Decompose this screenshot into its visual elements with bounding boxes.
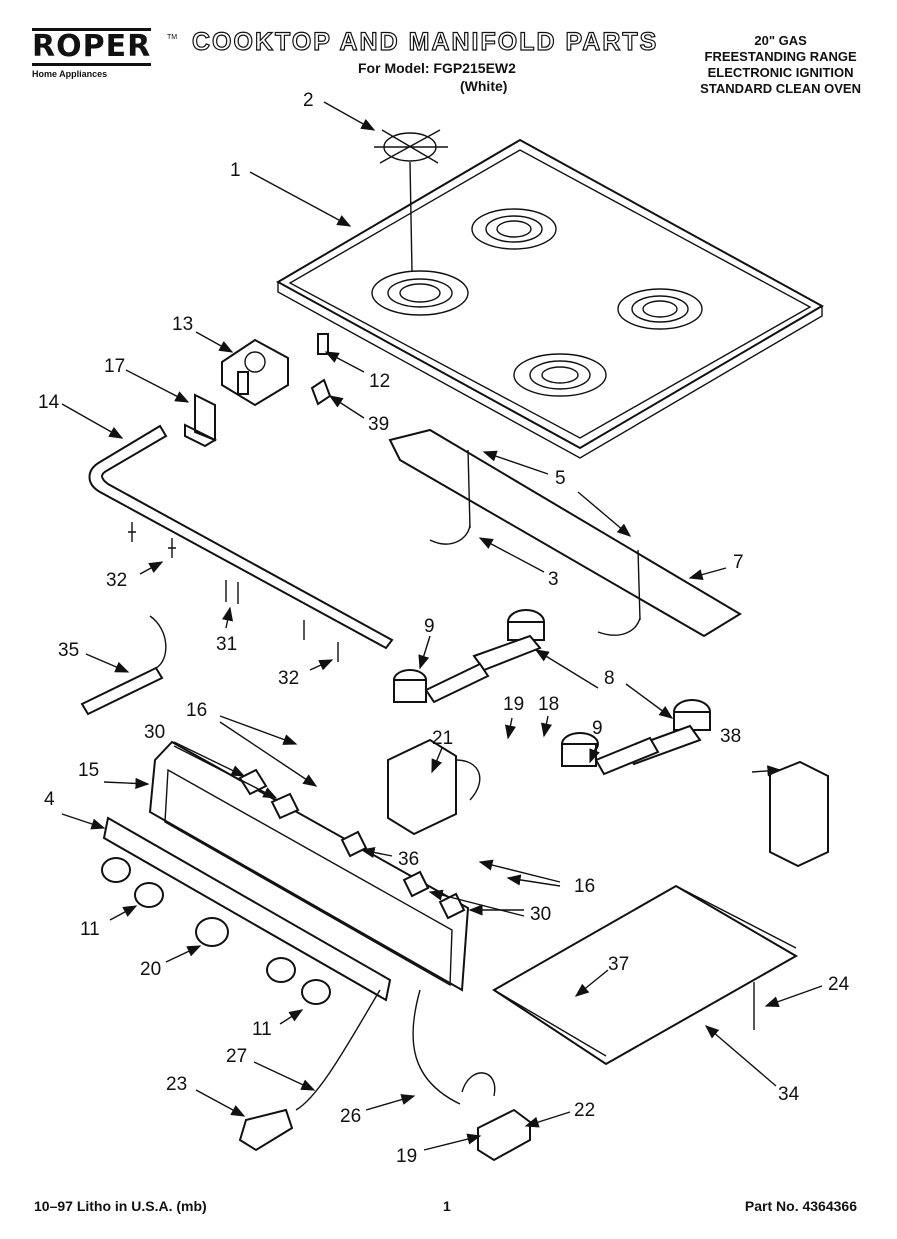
callout-label: 16 [574, 876, 595, 897]
callout-label: 7 [733, 552, 744, 573]
burner-grate [374, 129, 448, 273]
spring-clip [310, 378, 332, 406]
model-color: (White) [460, 78, 508, 94]
trademark-mark: TM [167, 34, 178, 41]
pressure-regulator [221, 338, 289, 407]
valve-gasket [270, 792, 300, 820]
oven-burner-igniter [238, 1108, 294, 1152]
manifold-pipe [88, 424, 394, 650]
spec-line: STANDARD CLEAN OVEN [700, 81, 861, 96]
callout-label: 4 [44, 789, 55, 810]
callout-label: 21 [432, 728, 453, 749]
callout-label: 30 [144, 722, 165, 743]
burner-assembly [393, 609, 711, 776]
callout-label: 19 [503, 694, 524, 715]
callout-label: 16 [186, 700, 207, 721]
callout-label: 17 [104, 356, 125, 377]
part-number: Part No. 4364366 [744, 1198, 857, 1214]
callout-label: 32 [106, 570, 127, 591]
safety-valve [477, 1108, 531, 1162]
callout-label: 35 [58, 640, 79, 661]
valve-gasket [238, 768, 268, 796]
callout-label: 38 [720, 726, 741, 747]
callout-label: 3 [548, 569, 559, 590]
roper-logo: ROPER TM Home Appliances [32, 28, 177, 79]
callout-label: 13 [172, 314, 193, 335]
thermostat [769, 760, 829, 868]
leader-lines [61, 101, 823, 1151]
page-number: 1 [443, 1198, 451, 1214]
control-panel [102, 740, 470, 1002]
brand-tagline: Home Appliances [32, 69, 108, 79]
screws [128, 522, 339, 662]
callout-label: 12 [369, 371, 390, 392]
callout-label: 18 [538, 694, 559, 715]
callout-label: 1 [230, 160, 241, 181]
model-number: For Model: FGP215EW2 [358, 60, 516, 76]
valve-gasket [402, 870, 430, 898]
callout-label: 5 [555, 468, 566, 489]
orifice-hood [317, 333, 329, 355]
regulator-bracket [184, 393, 218, 448]
spec-line: ELECTRONIC IGNITION [707, 65, 854, 80]
callout-label: 24 [828, 974, 850, 995]
callout-label: 34 [778, 1084, 800, 1105]
print-info: 10–97 Litho in U.S.A. (mb) [34, 1198, 207, 1214]
pilot-tube-left [149, 615, 167, 669]
cooktop-panel [275, 138, 825, 459]
callout-label: 22 [574, 1100, 595, 1121]
spec-line: FREESTANDING RANGE [704, 49, 857, 64]
callout-label: 9 [592, 718, 603, 739]
callout-label: 11 [252, 1019, 272, 1040]
callout-label: 20 [140, 959, 161, 980]
callout-label: 9 [424, 616, 435, 637]
callout-label: 37 [608, 954, 629, 975]
spec-line: 20" GAS [754, 33, 807, 48]
electrode-wire [429, 524, 471, 545]
callout-labels: 1 2 3 4 5 7 8 9 9 11 11 12 13 14 15 16 1… [38, 90, 850, 1167]
callout-label: 39 [368, 414, 389, 435]
brand-name: ROPER [32, 28, 152, 66]
callout-label: 2 [303, 90, 314, 111]
page-title: COOKTOP AND MANIFOLD PARTS [191, 27, 659, 56]
callout-label: 27 [226, 1046, 247, 1067]
callout-label: 30 [530, 904, 551, 925]
callout-label: 19 [396, 1146, 417, 1167]
sensing-bulb-loop [461, 1072, 496, 1097]
callout-label: 31 [216, 634, 237, 655]
callout-label: 11 [80, 919, 100, 940]
product-spec-block: 20" GAS FREESTANDING RANGE ELECTRONIC IG… [700, 33, 861, 97]
callout-label: 14 [38, 392, 60, 413]
callout-label: 8 [604, 668, 615, 689]
callout-label: 26 [340, 1106, 361, 1127]
callout-label: 32 [278, 668, 299, 689]
burner-box-cover [492, 884, 799, 1066]
igniter-wire [295, 989, 381, 1111]
spark-module [387, 738, 481, 836]
burner-support-bracket [388, 428, 742, 638]
control-knobs [101, 857, 331, 1005]
callout-label: 15 [78, 760, 99, 781]
electrode-wire [597, 617, 641, 636]
callout-label: 36 [398, 849, 419, 870]
oven-gas-tube [412, 989, 461, 1105]
pilot-burner-left [80, 666, 164, 716]
callout-label: 23 [166, 1074, 187, 1095]
